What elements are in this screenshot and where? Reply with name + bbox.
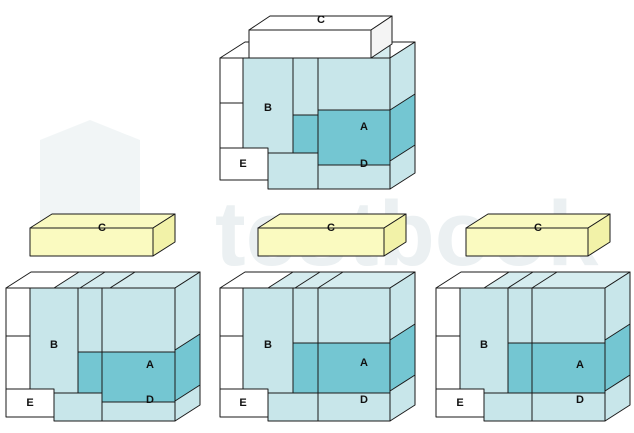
c-block	[257, 227, 385, 257]
b-block	[242, 57, 294, 154]
d-label: D	[146, 394, 154, 406]
e-block	[219, 388, 269, 418]
upper-front-wide	[317, 57, 391, 116]
a-label: A	[576, 359, 584, 371]
d-block	[317, 164, 391, 190]
c-label: C	[317, 14, 325, 26]
white-column-top	[5, 287, 31, 337]
d-block	[531, 392, 606, 422]
d-block	[101, 401, 176, 422]
e-label: E	[239, 158, 246, 170]
a-block	[317, 342, 391, 394]
upper-front-wide	[531, 287, 606, 344]
a-front-narrow	[507, 342, 533, 394]
c-label: C	[98, 222, 106, 234]
e-label: E	[239, 397, 246, 409]
e-label: E	[456, 397, 463, 409]
white-column-top	[219, 57, 244, 104]
d-block-left	[267, 392, 319, 422]
a-block	[101, 351, 176, 403]
d-block	[317, 392, 391, 422]
b-block	[459, 287, 509, 394]
white-column-mid	[5, 335, 31, 390]
c-block	[465, 227, 589, 257]
option-3-figure: B A E D C	[435, 213, 631, 422]
c-label: C	[327, 222, 335, 234]
question-figure: B A E D C	[219, 14, 416, 190]
option-1-figure: B A E D C	[5, 213, 201, 422]
c-block	[29, 227, 154, 257]
a-front-narrow	[292, 342, 319, 394]
upper-front-wide	[101, 287, 176, 353]
white-column-mid	[219, 335, 244, 390]
b-label: B	[50, 339, 58, 351]
d-label: D	[576, 394, 584, 406]
c-label: C	[534, 222, 542, 234]
upper-front-narrow	[292, 57, 319, 116]
b-label: B	[264, 339, 272, 351]
a-label: A	[360, 357, 368, 369]
white-column-top	[219, 287, 244, 337]
c-block	[248, 29, 372, 59]
upper-front-wide	[317, 287, 391, 344]
d-label: D	[360, 158, 368, 170]
e-block	[5, 388, 55, 418]
e-block	[219, 147, 269, 181]
white-column-mid	[219, 102, 244, 149]
d-label: D	[360, 394, 368, 406]
e-label: E	[26, 397, 33, 409]
d-block-left	[53, 392, 103, 422]
option-2-figure: B A E D C	[219, 213, 416, 422]
b-label: B	[480, 339, 488, 351]
upper-front-narrow	[292, 287, 319, 344]
d-block-left	[483, 392, 533, 422]
upper-front-narrow	[77, 287, 103, 353]
a-label: A	[360, 121, 368, 133]
upper-front-narrow	[507, 287, 533, 344]
a-block	[531, 342, 606, 394]
b-label: B	[264, 102, 272, 114]
a-label: A	[146, 359, 154, 371]
d-block-left	[267, 152, 319, 190]
white-column-mid	[435, 335, 461, 390]
a-block	[317, 109, 391, 166]
white-column-top	[435, 287, 461, 337]
